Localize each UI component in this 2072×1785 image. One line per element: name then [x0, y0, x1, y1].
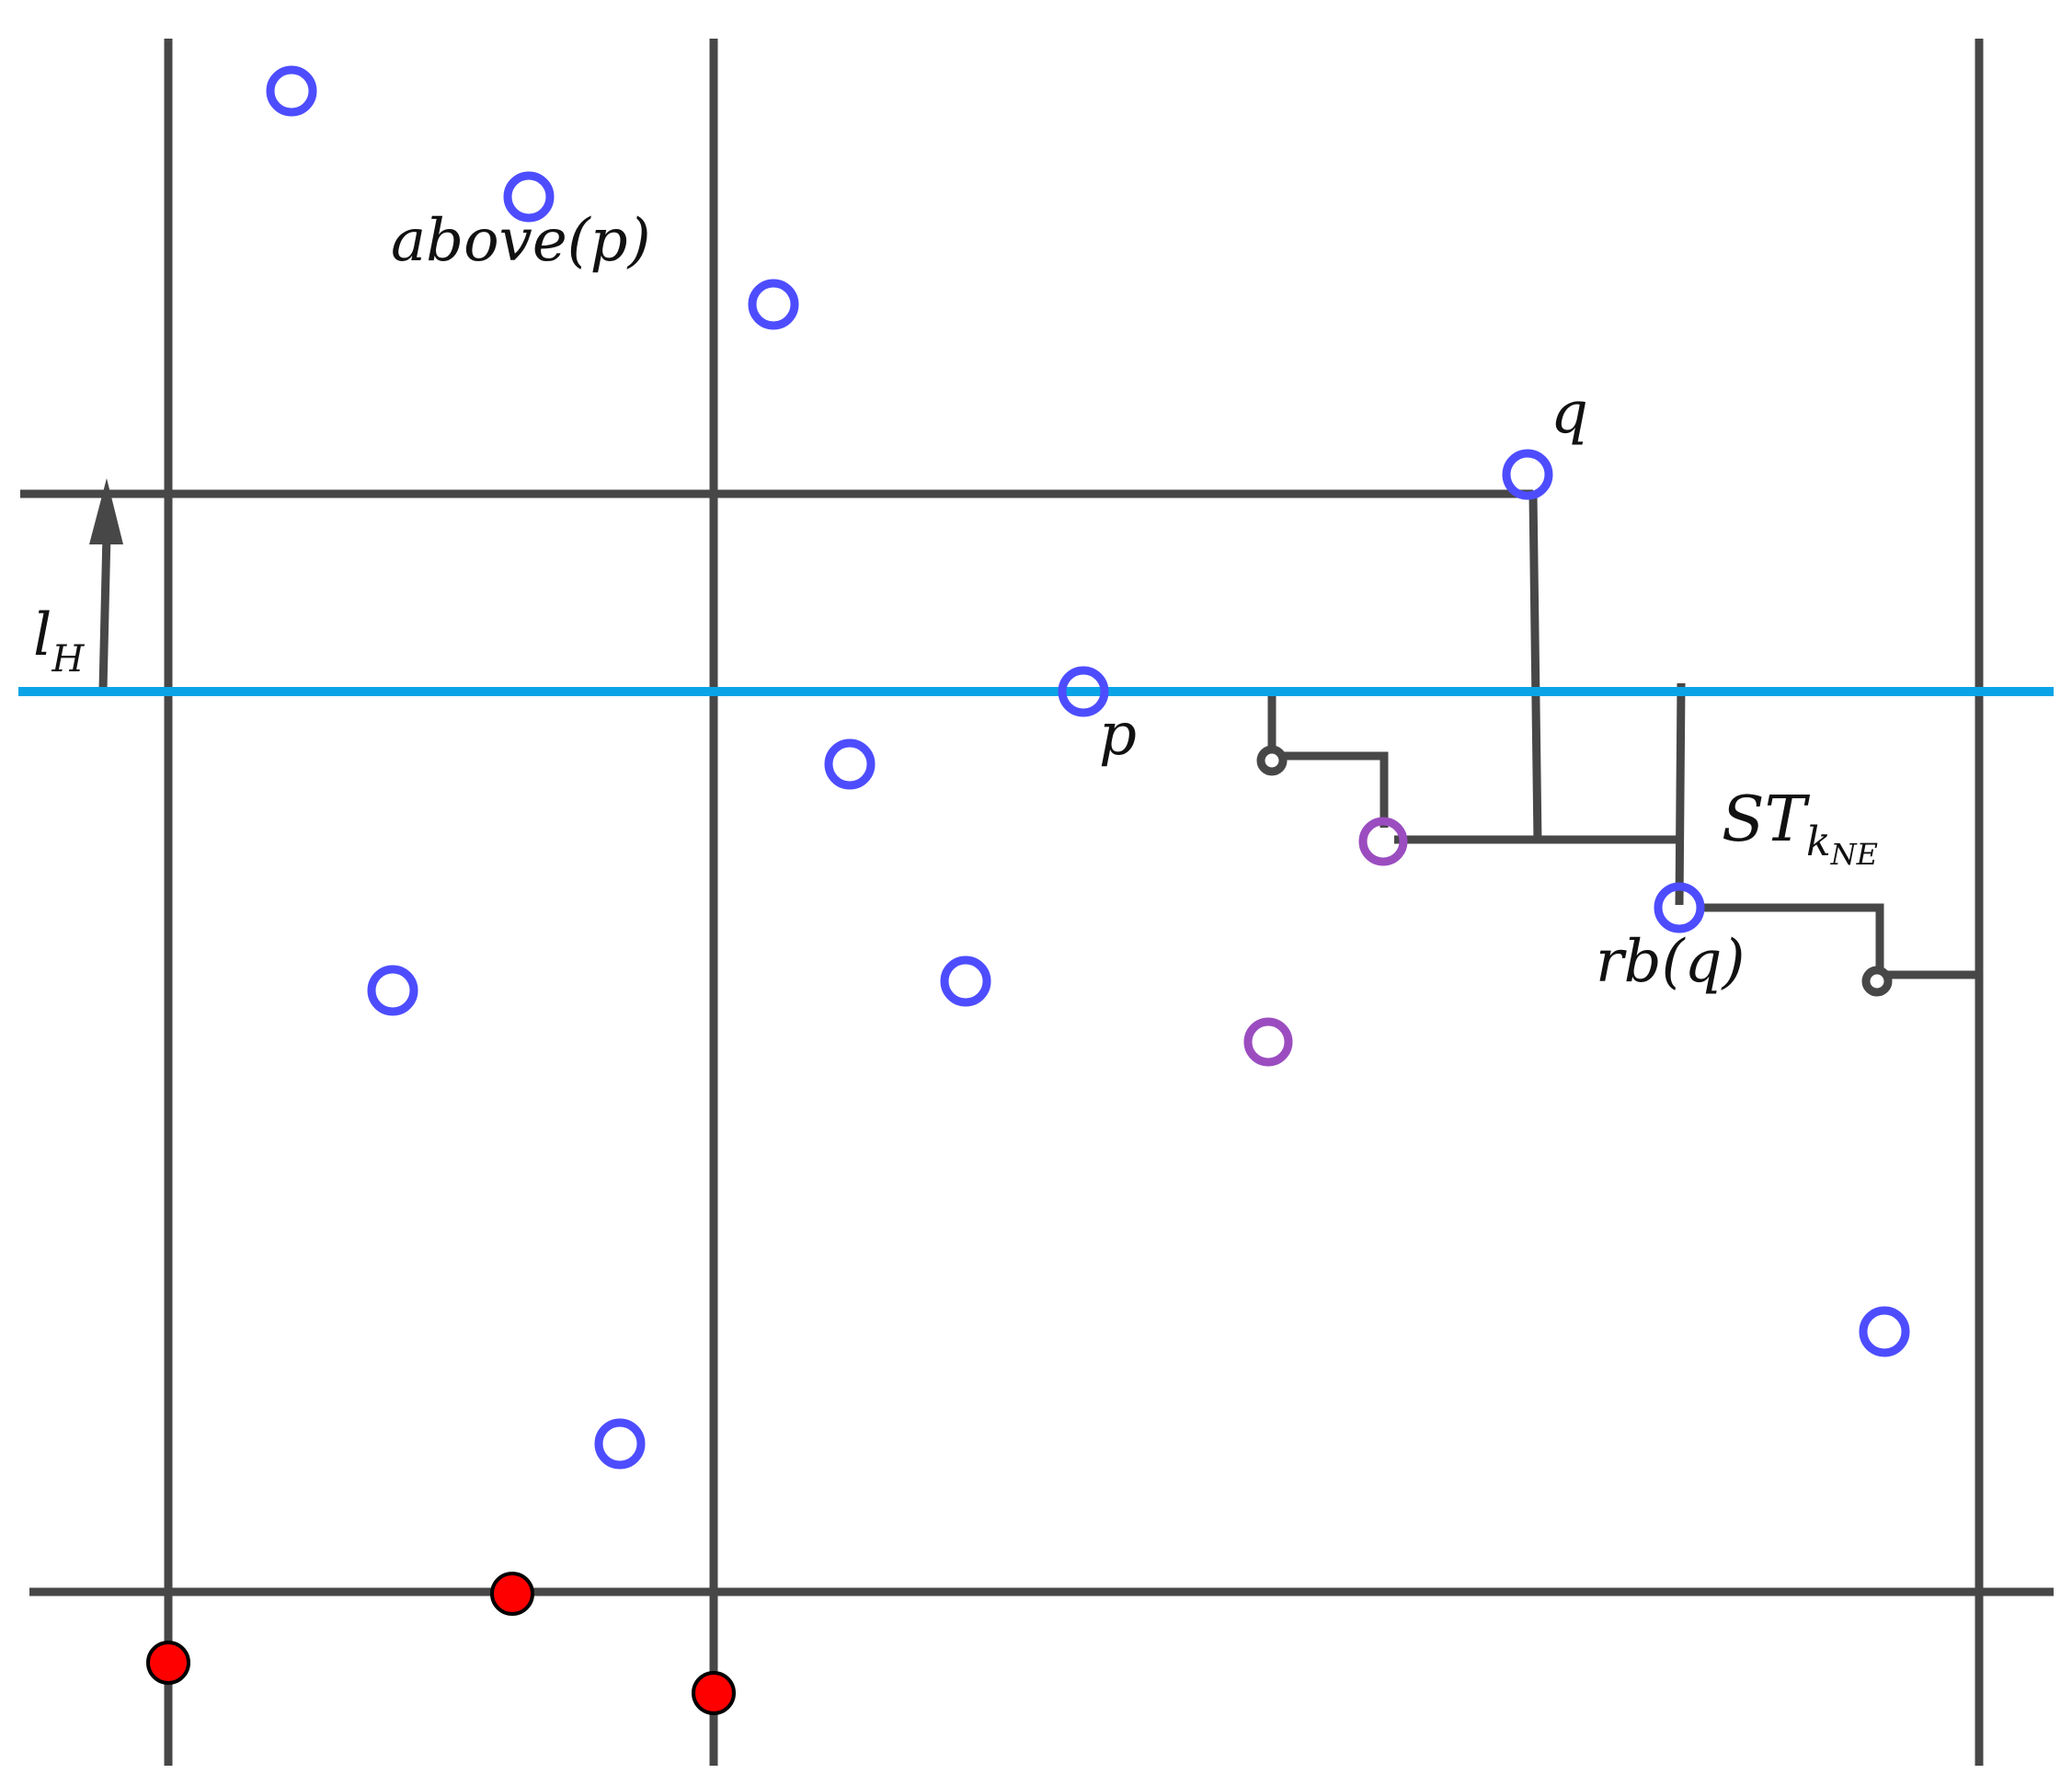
junction-nodes	[1256, 745, 1893, 997]
label-st-main: ST	[1722, 784, 1811, 856]
label-above-p: above(p)	[391, 207, 651, 275]
label-rb-q: rb(q)	[1596, 928, 1745, 996]
vertical-lines	[164, 39, 1984, 1766]
red-points	[146, 1572, 736, 1715]
label-p: p	[1099, 701, 1137, 769]
point-red-3	[692, 1671, 736, 1715]
point-blue-3	[748, 279, 799, 330]
blue-points	[266, 65, 1910, 1470]
junction-node-right	[1861, 966, 1893, 997]
label-q: q	[1551, 379, 1588, 447]
label-lh: lH	[33, 601, 85, 681]
staircase-left-step	[1267, 696, 1389, 828]
label-st-subsubscript: NE	[1830, 837, 1878, 872]
point-rb-q	[1654, 882, 1705, 933]
point-blue-8	[367, 965, 418, 1016]
lh-arrow	[89, 478, 123, 691]
label-lh-main: l	[33, 601, 52, 669]
point-purple-1	[1358, 817, 1408, 866]
staircase-rb-branch	[1699, 903, 1979, 979]
point-red-2	[146, 1641, 190, 1685]
arrow-head	[89, 478, 123, 544]
purple-points	[1243, 817, 1408, 1067]
staircase-structure	[1267, 493, 1979, 979]
point-blue-10	[1859, 1306, 1910, 1357]
point-red-1	[490, 1572, 534, 1616]
junction-node-left	[1256, 745, 1288, 776]
point-blue-11	[594, 1418, 646, 1470]
point-blue-1	[266, 65, 317, 117]
horizontal-lines	[20, 489, 2054, 1596]
point-q	[1502, 449, 1553, 500]
point-above-p	[503, 171, 555, 223]
point-blue-6	[824, 738, 876, 790]
point-p	[1058, 666, 1109, 717]
label-st-subscript: k	[1806, 818, 1831, 865]
staircase-right-riser	[1675, 682, 1686, 906]
point-blue-9	[940, 955, 991, 1007]
label-lh-subscript: H	[51, 638, 85, 681]
staircase-q-branch	[1528, 493, 1542, 843]
label-st-kne: STkNE	[1722, 784, 1878, 872]
arrow-shaft	[98, 532, 111, 691]
point-purple-2	[1243, 1017, 1293, 1067]
